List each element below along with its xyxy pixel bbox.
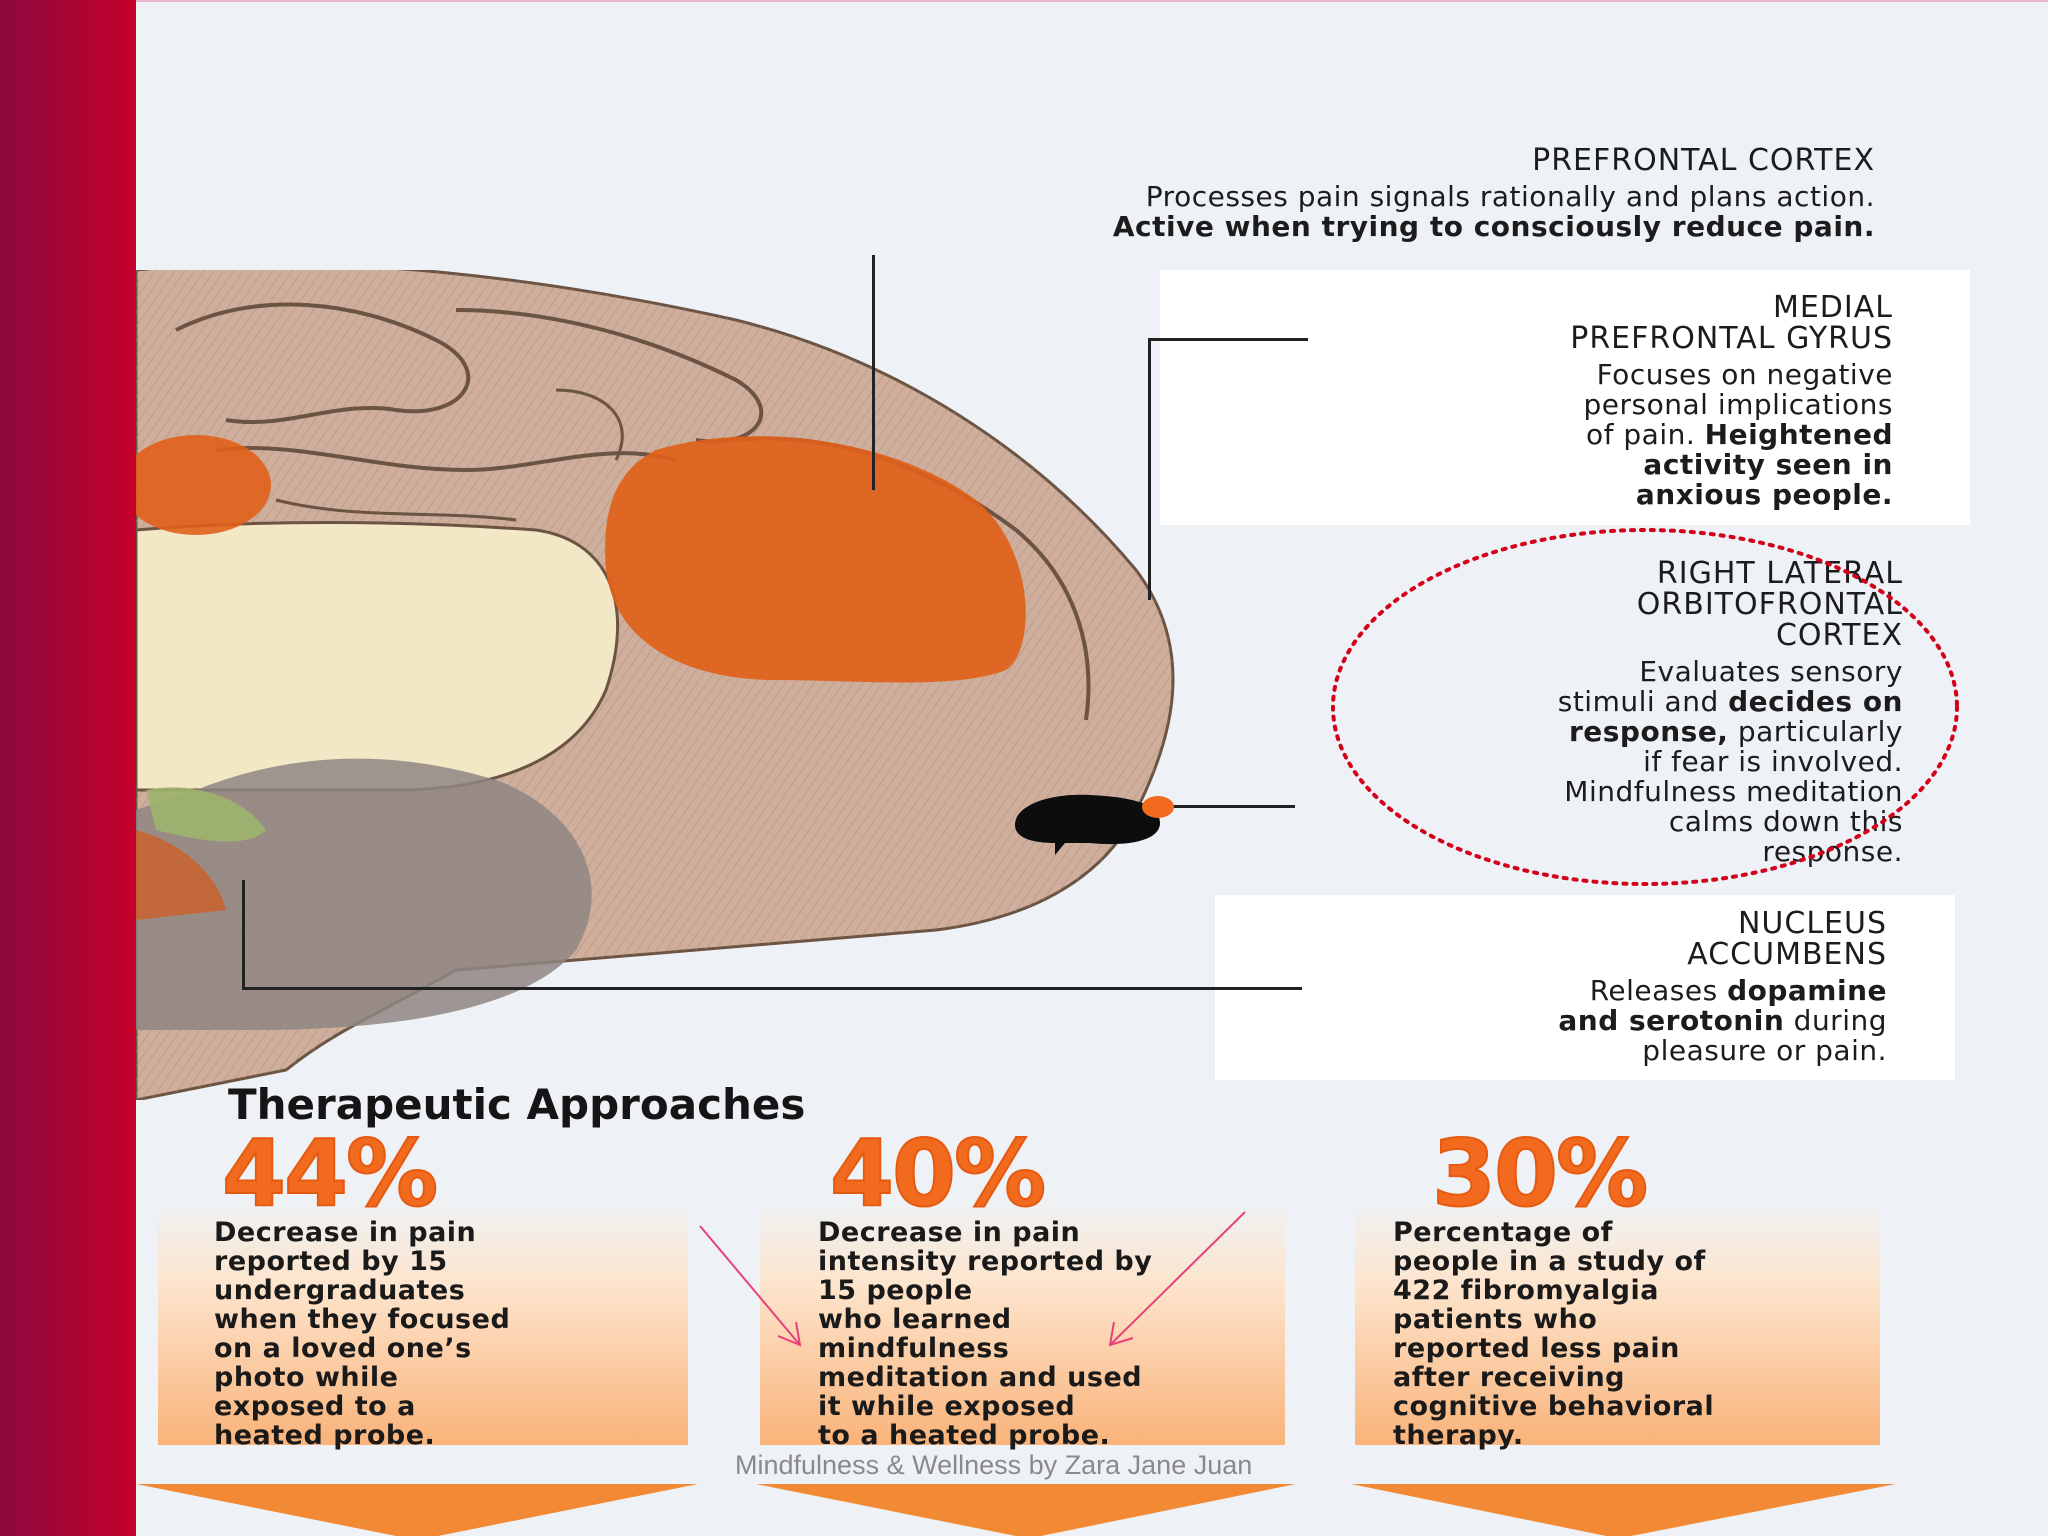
medial-line1: Focuses on negative: [1596, 358, 1893, 391]
stat2-line: Decrease in pain: [818, 1217, 1081, 1248]
bottom-chevrons: [136, 1484, 1896, 1536]
nucleus-line3: pleasure or pain.: [1642, 1034, 1887, 1067]
stat3-line: Percentage of: [1393, 1217, 1613, 1248]
medial-panel: [1160, 270, 1970, 525]
stat-value-3: 30%: [1431, 1119, 1649, 1228]
prefrontal-title: PREFRONTAL CORTEX: [1532, 143, 1875, 178]
leader-medial-horizontal: [1148, 338, 1308, 341]
stat2-line: to a heated probe.: [818, 1420, 1111, 1451]
orbitofrontal-line5: Mindfulness meditation: [1564, 775, 1903, 808]
medial-line3-bold: Heightened: [1704, 418, 1893, 451]
medial-line4: activity seen in: [1643, 448, 1893, 481]
orbitofrontal-line3-plain: particularly: [1728, 715, 1903, 748]
leader-medial-vertical: [1148, 338, 1151, 600]
orbitofrontal-line2-bold: decides on: [1728, 685, 1903, 718]
nucleus-line2-plain: during: [1784, 1004, 1887, 1037]
brain-illustration: [136, 270, 1175, 1100]
nucleus-line1: Releases dopamine: [1300, 976, 1887, 1006]
leader-nucleus-horizontal: [242, 987, 1302, 990]
stat-value-1: 44%: [221, 1119, 439, 1228]
arrow-right-head: [1108, 1321, 1134, 1347]
sidebar-accent: [0, 0, 136, 1536]
stat3-line: cognitive behavioral: [1393, 1391, 1715, 1422]
orbitofrontal-title2: ORBITOFRONTAL: [1636, 587, 1903, 622]
arrow-left: [699, 1225, 801, 1346]
prefrontal-line1: Processes pain signals rationally and pl…: [1145, 180, 1875, 213]
medial-title2: PREFRONTAL GYRUS: [1570, 321, 1893, 356]
stat2-line: intensity reported by: [818, 1246, 1153, 1277]
stat3-line: after receiving: [1393, 1362, 1626, 1393]
stat-value-2: 40%: [829, 1119, 1047, 1228]
orbitofrontal-line4: if fear is involved.: [1643, 745, 1903, 778]
medial-line2: personal implications: [1583, 388, 1893, 421]
brain-silhouette-icon: [1015, 794, 1174, 855]
stat2-line: mindfulness: [818, 1333, 1010, 1364]
stat-text-1: Decrease in pain reported by 15 undergra…: [214, 1218, 510, 1450]
orbitofrontal-line2-plain: stimuli and: [1557, 685, 1729, 718]
stat2-line: meditation and used: [818, 1362, 1143, 1393]
medial-label: MEDIAL PREFRONTAL GYRUS Focuses on negat…: [1300, 292, 1893, 510]
section-title: Therapeutic Approaches: [228, 1080, 806, 1129]
orbitofrontal-title1: RIGHT LATERAL: [1656, 556, 1903, 591]
medial-line3-plain: of pain.: [1586, 418, 1705, 451]
nucleus-title1: NUCLEUS: [1737, 906, 1887, 941]
top-divider: [136, 0, 2048, 2]
stat1-line: photo while: [214, 1362, 399, 1393]
stat1-line: exposed to a: [214, 1391, 416, 1422]
leader-nucleus-vertical: [242, 880, 245, 990]
medial-line3: of pain. Heightened: [1300, 420, 1893, 450]
nucleus-panel: [1215, 895, 1955, 1080]
medial-title1: MEDIAL: [1772, 290, 1893, 325]
medial-line5: anxious people.: [1635, 478, 1893, 511]
orbitofrontal-line1: Evaluates sensory: [1639, 655, 1903, 688]
stat-card-2: [760, 1200, 1285, 1445]
stat-card-3: [1355, 1200, 1880, 1445]
orbitofrontal-line3-bold: response,: [1568, 715, 1729, 748]
stat1-line: reported by 15: [214, 1246, 448, 1277]
stat3-line: 422 fibromyalgia: [1393, 1275, 1659, 1306]
stat-text-3: Percentage of people in a study of 422 f…: [1393, 1218, 1714, 1450]
nucleus-title2: ACCUMBENS: [1687, 937, 1887, 972]
stat3-line: therapy.: [1393, 1420, 1524, 1451]
stat2-line: who learned: [818, 1304, 1012, 1335]
stat1-line: undergraduates: [214, 1275, 466, 1306]
orbitofrontal-line2: stimuli and decides on: [1300, 687, 1903, 717]
stat1-line: when they focused: [214, 1304, 511, 1335]
stat3-line: reported less pain: [1393, 1333, 1680, 1364]
stat3-line: patients who: [1393, 1304, 1598, 1335]
annotation-arrows: [699, 1211, 1246, 1347]
stat-text-2: Decrease in pain intensity reported by 1…: [818, 1218, 1152, 1450]
footer-credit: Mindfulness & Wellness by Zara Jane Juan: [735, 1450, 1253, 1480]
prefrontal-line2: Active when trying to consciously reduce…: [1112, 210, 1875, 243]
nucleus-line2-bold: and serotonin: [1558, 1004, 1785, 1037]
stat1-line: heated probe.: [214, 1420, 436, 1451]
nucleus-line1-plain: Releases: [1589, 974, 1728, 1007]
orbitofrontal-line3: response, particularly: [1300, 717, 1903, 747]
nucleus-label: NUCLEUS ACCUMBENS Releases dopamine and …: [1300, 908, 1887, 1066]
stat1-line: on a loved one’s: [214, 1333, 472, 1364]
orbitofrontal-title3: CORTEX: [1775, 618, 1903, 653]
orbitofrontal-label: RIGHT LATERAL ORBITOFRONTAL CORTEX Evalu…: [1300, 558, 1903, 867]
nucleus-line2: and serotonin during: [1300, 1006, 1887, 1036]
stat2-line: it while exposed: [818, 1391, 1076, 1422]
highlight-circle: [1331, 528, 1959, 886]
arrow-right: [1109, 1211, 1246, 1346]
leader-orbitofrontal: [1160, 805, 1295, 808]
nucleus-line1-bold: dopamine: [1727, 974, 1887, 1007]
prefrontal-label: PREFRONTAL CORTEX Processes pain signals…: [700, 145, 1875, 242]
stat3-line: people in a study of: [1393, 1246, 1706, 1277]
stat1-line: Decrease in pain: [214, 1217, 477, 1248]
arrow-left-head: [777, 1321, 802, 1347]
stat-card-1: [158, 1200, 688, 1445]
stat2-line: 15 people: [818, 1275, 973, 1306]
orbitofrontal-line7: response.: [1762, 835, 1903, 868]
leader-prefrontal: [872, 255, 875, 490]
